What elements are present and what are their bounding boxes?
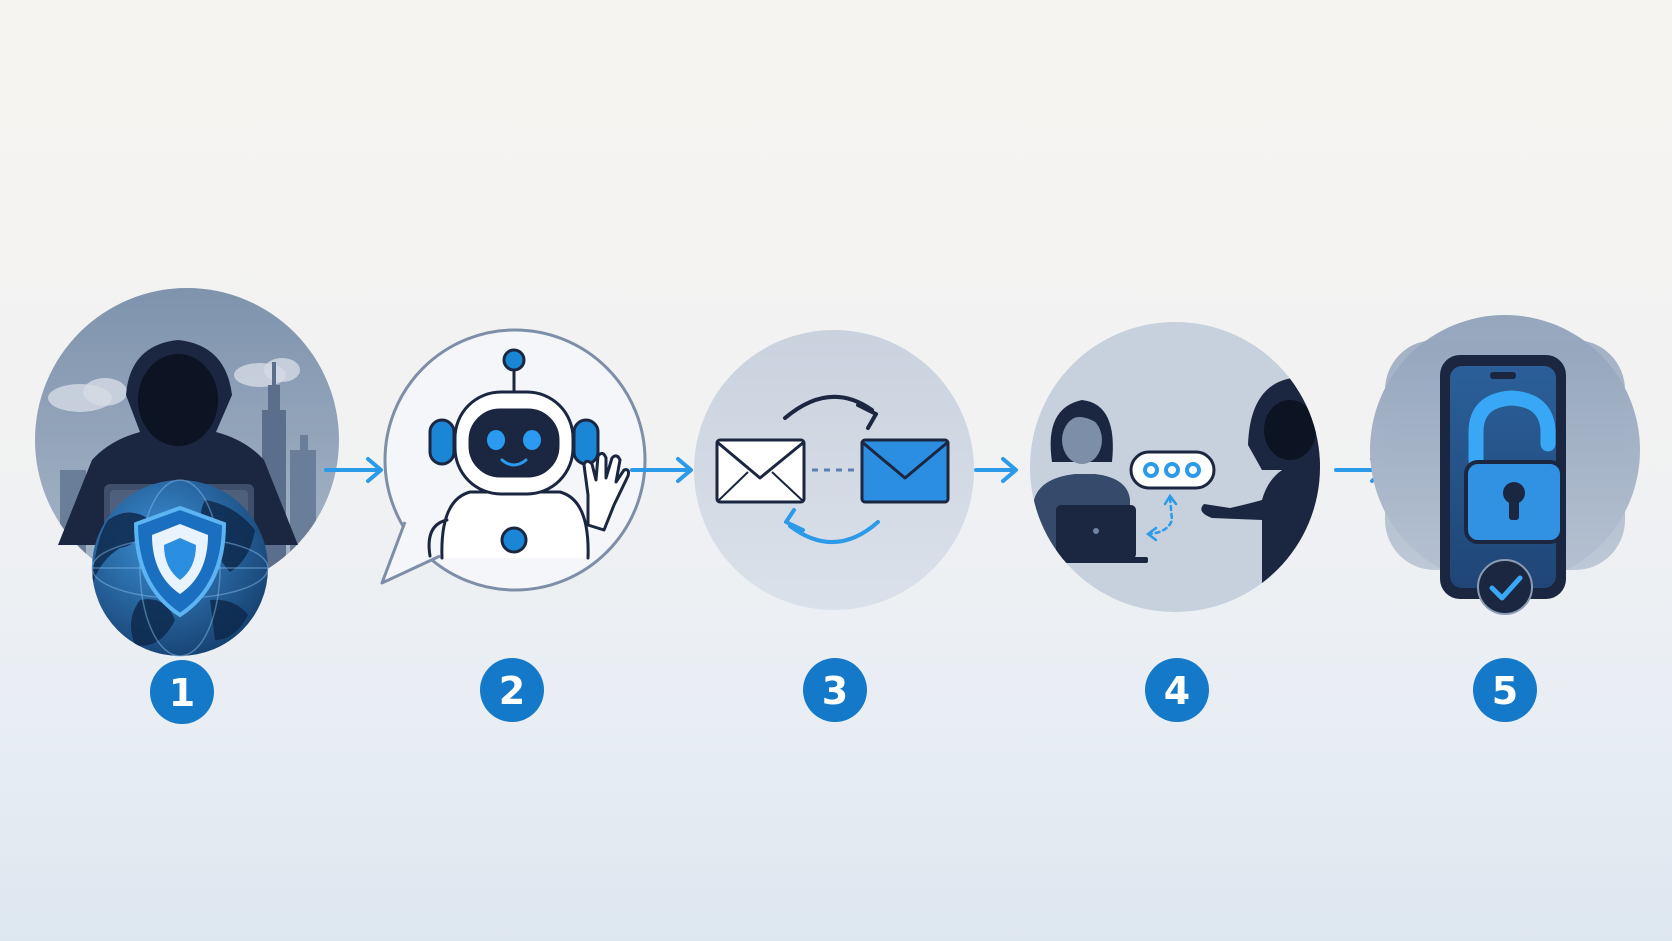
step-number-1: 1 [169,671,195,715]
shield-icon [133,505,227,618]
envelope-icon [715,438,806,504]
step-badge-3: 3 [803,658,867,722]
arrow-2-to-3 [630,457,693,483]
step-1 [35,288,339,657]
exchange-arrow [1145,493,1178,542]
arrow-3-to-4 [974,457,1018,483]
step-3 [694,330,974,610]
step-4 [1030,322,1320,612]
envelope-icon [860,438,950,504]
step-number-2: 2 [499,669,525,713]
step-number-4: 4 [1164,669,1190,713]
arrow-1-to-2 [324,457,383,483]
step-3-circle [694,330,974,610]
robot-face [487,430,541,467]
unlocked-padlock-icon [1464,390,1564,544]
step-badge-2: 2 [480,658,544,722]
step-number-3: 3 [822,669,848,713]
cycle-arrows-icon [783,394,880,545]
robot-icon [427,348,630,560]
step-badge-4: 4 [1145,658,1209,722]
step-5 [1370,315,1640,615]
check-icon [1477,559,1533,615]
step-2 [380,328,647,592]
step-badge-5: 5 [1473,658,1537,722]
password-field-icon [1129,450,1216,490]
step-number-5: 5 [1492,669,1518,713]
step-badge-1: 1 [150,660,214,724]
laptop-icon [1044,505,1148,563]
